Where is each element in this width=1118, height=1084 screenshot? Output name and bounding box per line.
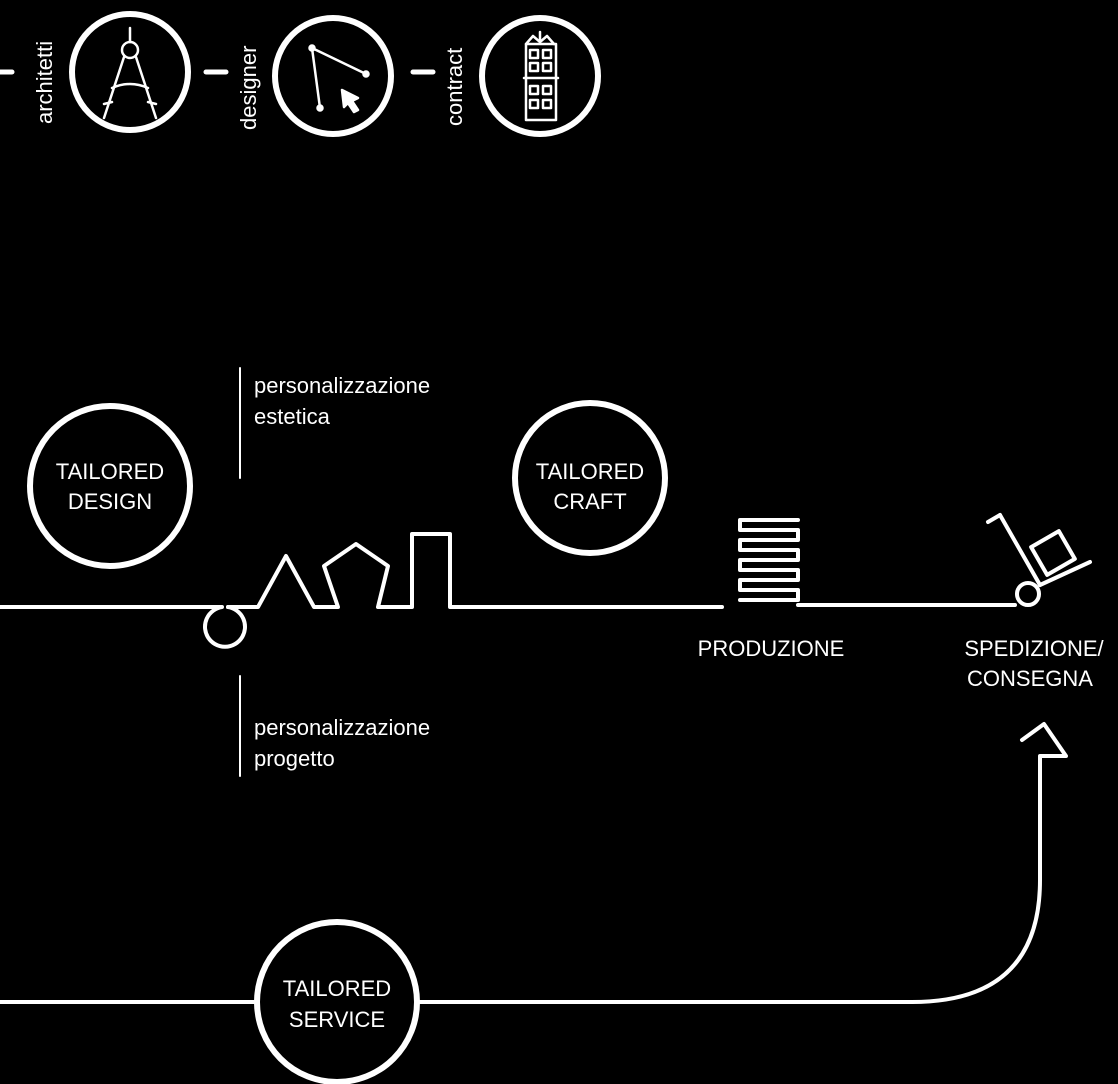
triangle-shape [226, 554, 326, 609]
designer-label: designer [236, 46, 261, 130]
return-arrow [418, 722, 1068, 1004]
tailored-craft-node: TAILORED CRAFT [512, 400, 668, 556]
tailored-service-line2: SERVICE [289, 1007, 385, 1032]
aesthetic-note-line2: estetica [254, 404, 331, 429]
architetti-circle [69, 11, 191, 133]
tailored-service-circle [254, 919, 420, 1084]
tailored-service-line1: TAILORED [283, 976, 391, 1001]
tailored-design-line2: DESIGN [68, 489, 152, 514]
architetti-label: architetti [32, 41, 57, 124]
process-line [0, 532, 724, 649]
tailored-service-node: TAILORED SERVICE [254, 919, 420, 1084]
project-note: personalizzazione progetto [239, 675, 430, 777]
shipping-stage: SPEDIZIONE/ CONSEGNA [964, 513, 1105, 691]
hand-truck-icon [986, 513, 1092, 607]
loop-shape [0, 605, 247, 649]
house-shape [322, 542, 390, 609]
shipping-label-line1: SPEDIZIONE/ [964, 636, 1104, 661]
aesthetic-note: personalizzazione estetica [239, 367, 430, 479]
production-stage: PRODUZIONE [698, 518, 1017, 661]
designer-circle [272, 15, 394, 137]
tower-shape [384, 532, 724, 609]
project-note-line1: personalizzazione [254, 715, 430, 740]
building-icon [522, 30, 560, 122]
production-label: PRODUZIONE [698, 636, 845, 661]
aesthetic-note-line1: personalizzazione [254, 373, 430, 398]
cursor-line-icon [308, 44, 370, 114]
contract-circle [479, 15, 601, 137]
compass-icon [102, 26, 158, 120]
tailored-craft-line1: TAILORED [536, 459, 644, 484]
stack-icon [738, 518, 800, 602]
top-row: architetti designer contract [0, 11, 601, 137]
tailored-design-node: TAILORED DESIGN [27, 403, 193, 569]
tailored-design-line1: TAILORED [56, 459, 164, 484]
tailored-design-circle [27, 403, 193, 569]
service-return-line [0, 722, 1068, 1004]
shipping-label-line2: CONSEGNA [967, 666, 1093, 691]
project-note-line2: progetto [254, 746, 335, 771]
tailored-craft-circle [512, 400, 668, 556]
tailored-craft-line2: CRAFT [553, 489, 626, 514]
contract-label: contract [442, 48, 467, 126]
